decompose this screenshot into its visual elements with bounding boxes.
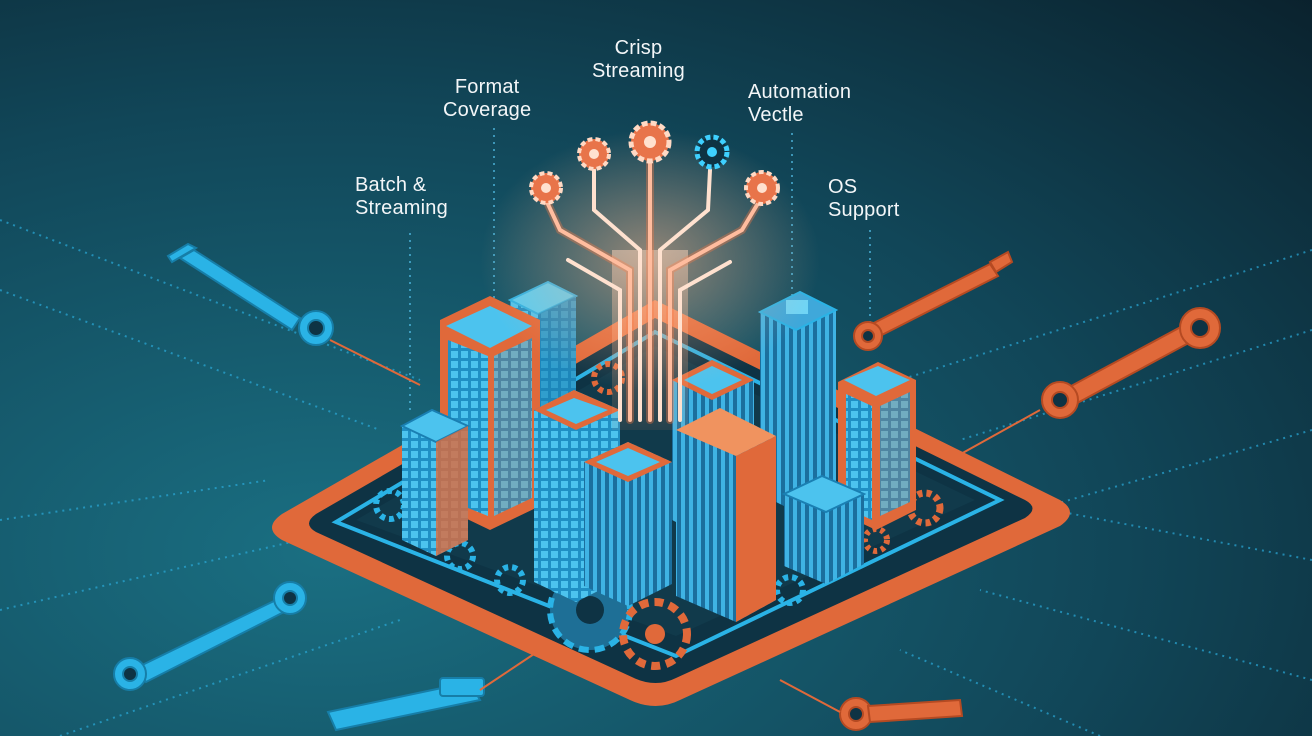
gear-icon [444, 540, 476, 572]
building-icon [399, 408, 471, 556]
feature-label-line: Support [828, 199, 900, 221]
feature-label-line: Streaming [592, 60, 685, 82]
feature-label-automation: Automation Vectle [748, 81, 851, 127]
feature-label-line: Streaming [355, 197, 448, 219]
feature-label-crisp: Crisp Streaming [592, 37, 685, 83]
feature-label-os: OS Support [828, 176, 899, 222]
circuit-tree-icon [480, 130, 820, 430]
wrench-icon [166, 242, 421, 386]
wrench-icon [853, 250, 1014, 351]
wrench-icon [779, 679, 964, 731]
building-icon [781, 474, 867, 584]
feature-label-line: Automation [748, 81, 852, 103]
gear-icon [628, 120, 672, 164]
building-icon [676, 408, 776, 622]
feature-label-line: Format [454, 76, 520, 98]
feature-label-line: Vectle [748, 104, 804, 126]
wrench-icon [326, 649, 541, 732]
gear-icon [577, 137, 611, 171]
wrench-icon [949, 307, 1221, 461]
gear-icon [619, 598, 691, 670]
feature-label-format: Format Coverage [443, 76, 531, 122]
feature-label-line: Crisp [614, 37, 663, 59]
feature-label-line: OS [828, 176, 858, 198]
gear-icon [529, 171, 563, 205]
gear-icon [774, 574, 806, 606]
feature-label-line: Coverage [443, 99, 532, 121]
building-icon [584, 442, 672, 606]
building-icon [838, 362, 916, 530]
feature-label-line: Batch & [355, 174, 427, 196]
gear-icon [744, 170, 780, 206]
gear-icon [494, 564, 526, 596]
feature-label-batch: Batch & Streaming [355, 174, 448, 220]
wrench-icon [113, 581, 307, 691]
gear-icon [694, 134, 730, 170]
